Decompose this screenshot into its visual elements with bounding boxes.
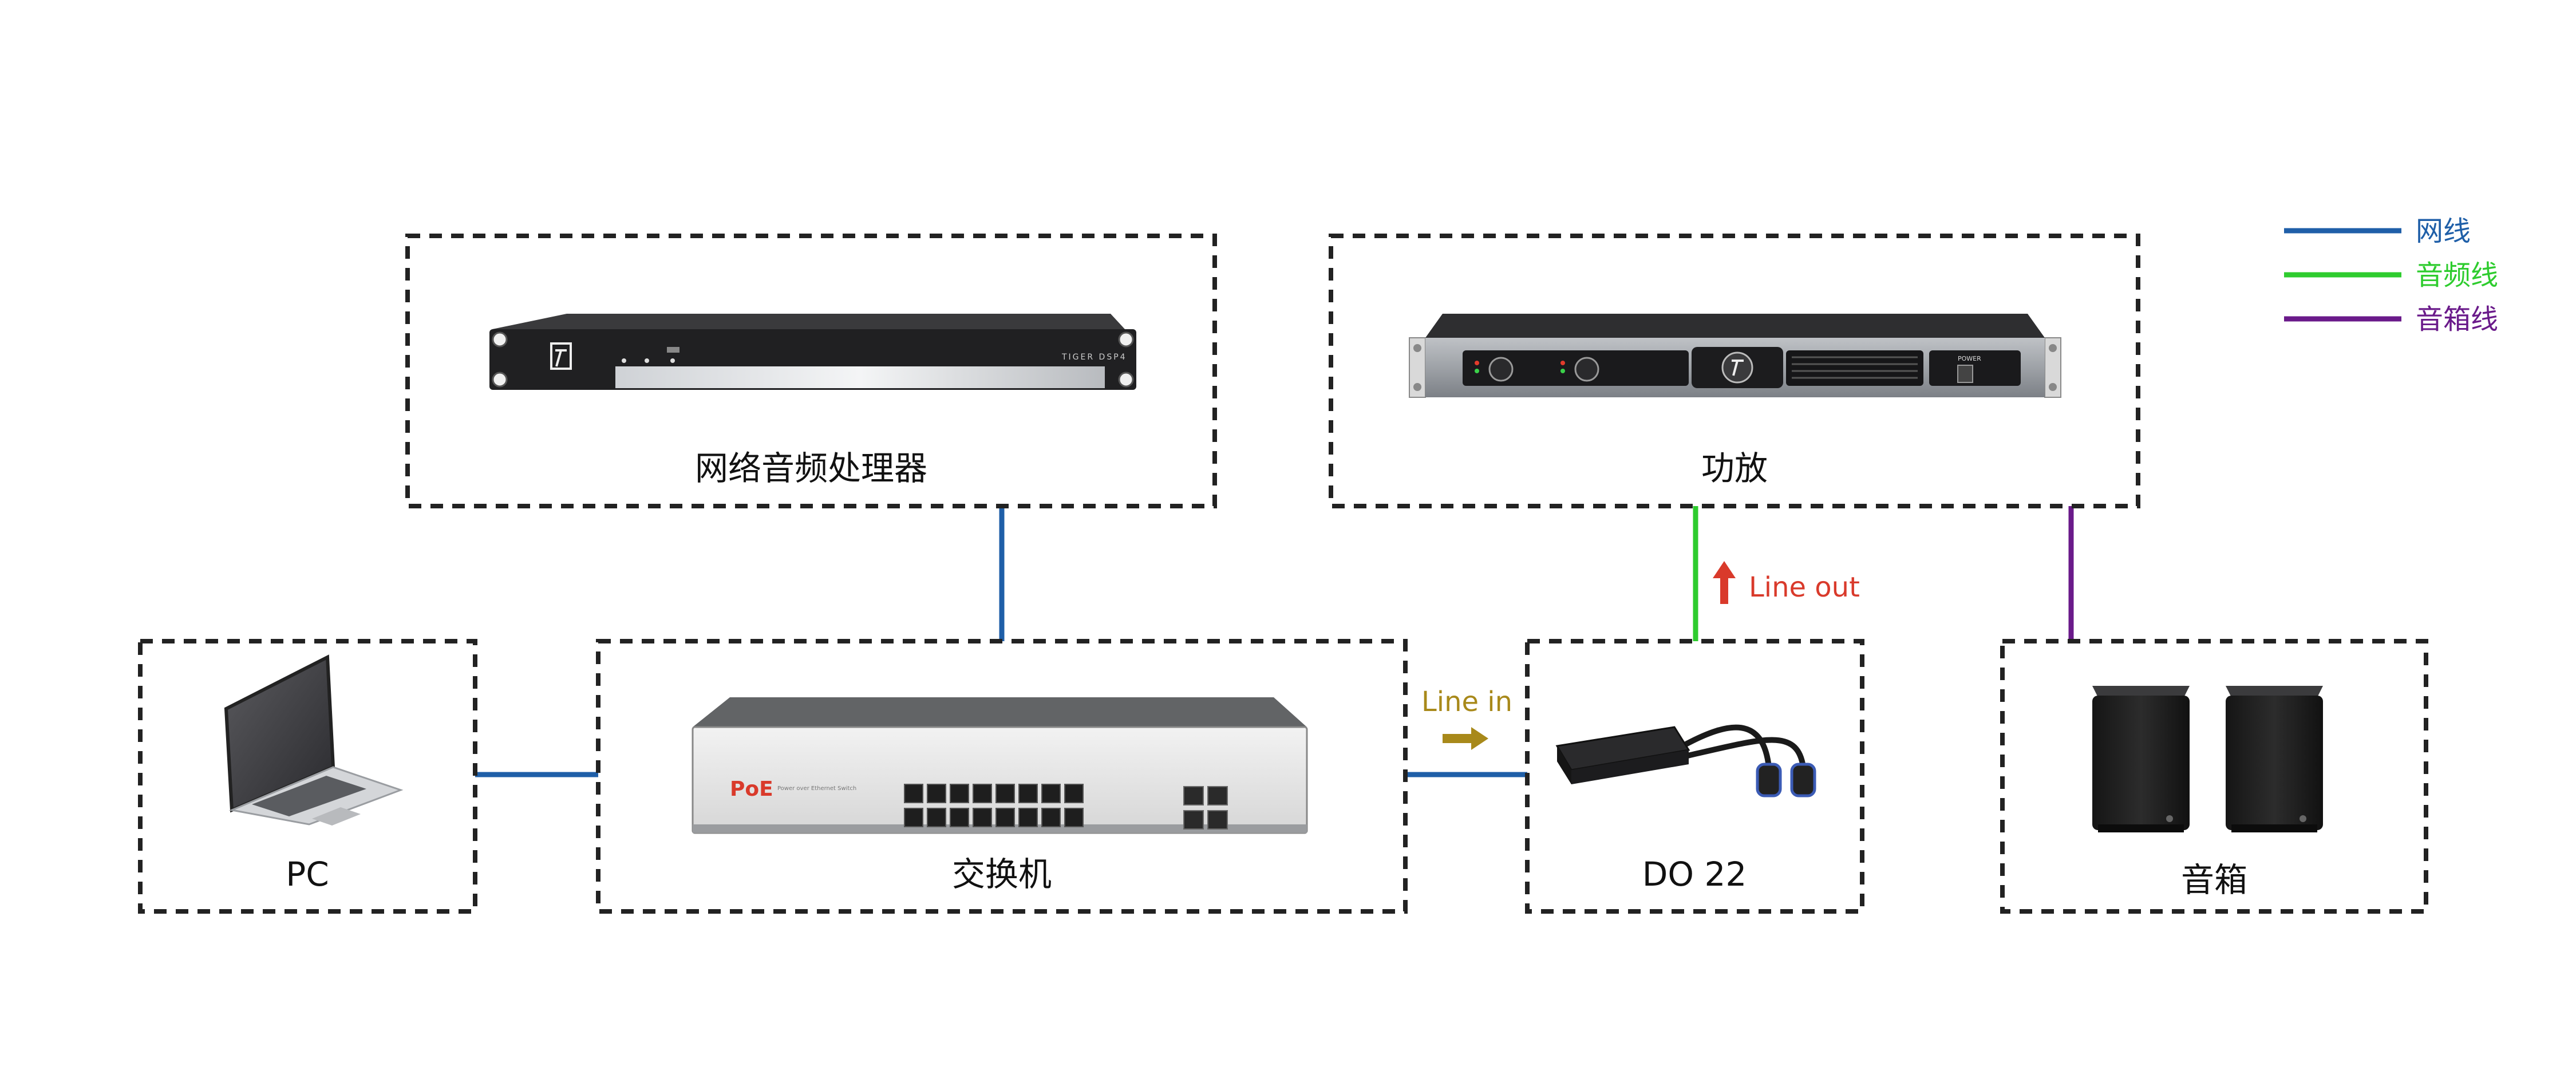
ethernet-port-icon — [904, 808, 923, 827]
switch-brand-text: PoE — [730, 777, 773, 801]
ethernet-port-icon — [950, 784, 969, 803]
up-arrow-icon — [1713, 561, 1736, 604]
box-switch — [596, 639, 1408, 914]
label-speakers: 音箱 — [2181, 860, 2247, 899]
amplifier-device-image: POWER — [1409, 314, 2061, 398]
amp-logo-icon — [1721, 352, 1753, 384]
box-speakers — [2000, 639, 2428, 914]
box-amplifier — [1329, 234, 2140, 508]
ethernet-port-icon — [1064, 784, 1084, 803]
amp-vent-grille — [1786, 350, 1923, 386]
speaker-cabinet-left — [2092, 686, 2190, 832]
right-arrow-icon — [1443, 727, 1488, 750]
switch-desc-text: Power over Ethernet Switch — [777, 785, 856, 792]
speaker-cabinet-right — [2226, 686, 2323, 832]
speakers-image — [2092, 686, 2323, 832]
ethernet-port-icon — [1018, 784, 1038, 803]
box-pc — [138, 639, 477, 914]
node-labels: 网络音频处理器 功放 PC 交换机 DO 22 音箱 — [286, 449, 2247, 899]
label-do22: DO 22 — [1642, 855, 1747, 894]
box-do22 — [1525, 639, 1864, 914]
xlr-connector-icon — [1790, 763, 1816, 797]
switch-device-image: PoE Power over Ethernet Switch — [692, 697, 1308, 834]
brand-logo-icon — [550, 342, 572, 370]
ethernet-port-icon — [1041, 784, 1061, 803]
gain-knob-icon — [1488, 357, 1514, 382]
ethernet-port-icon — [950, 808, 969, 827]
legend-label: 音频线 — [2416, 259, 2498, 291]
ethernet-port-icon — [927, 808, 946, 827]
uplink-port-icon — [1183, 786, 1204, 805]
ethernet-port-icon — [1018, 808, 1038, 827]
ethernet-port-icon — [973, 784, 992, 803]
do22-device-image — [1555, 724, 1816, 797]
node-boxes — [138, 234, 2428, 914]
line-in-label: Line in — [1421, 686, 1512, 718]
connection-lines — [475, 506, 2074, 777]
ethernet-port-icon — [995, 808, 1015, 827]
uplink-port-icon — [1207, 810, 1228, 830]
amp-power-text: POWER — [1958, 355, 1981, 362]
ethernet-port-icon — [995, 784, 1015, 803]
label-pc: PC — [286, 855, 329, 894]
label-switch: 交换机 — [952, 855, 1052, 894]
ethernet-ports — [904, 784, 1228, 830]
label-processor: 网络音频处理器 — [695, 449, 927, 488]
ethernet-port-icon — [904, 784, 923, 803]
ethernet-port-icon — [1041, 808, 1061, 827]
uplink-port-icon — [1183, 810, 1204, 830]
gain-knob-icon — [1574, 357, 1599, 382]
annotation-line-in: Line in — [1421, 686, 1512, 750]
label-amplifier: 功放 — [1701, 449, 1768, 488]
legend-label: 网线 — [2416, 215, 2471, 247]
box-processor — [405, 234, 1217, 508]
ethernet-port-icon — [973, 808, 992, 827]
annotation-line-out: Line out — [1713, 561, 1860, 604]
power-switch-icon — [1957, 365, 1973, 383]
processor-device-image: TIGER DSP4 — [489, 314, 1136, 390]
line-out-label: Line out — [1749, 571, 1860, 603]
uplink-port-icon — [1207, 786, 1228, 805]
laptop-image — [224, 654, 404, 826]
ethernet-port-icon — [927, 784, 946, 803]
ethernet-port-icon — [1064, 808, 1084, 827]
processor-model-text: TIGER DSP4 — [1061, 353, 1127, 362]
xlr-connector-icon — [1756, 763, 1782, 797]
legend-label: 音箱线 — [2416, 303, 2498, 335]
